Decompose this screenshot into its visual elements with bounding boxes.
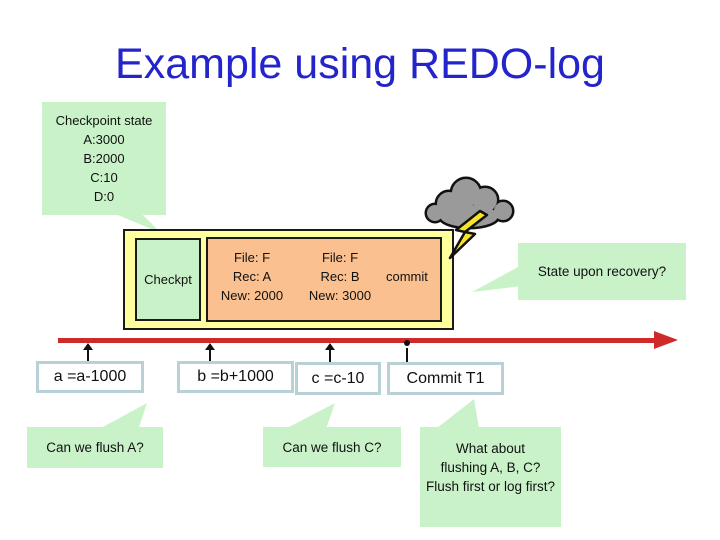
log-entry-rec: Rec: A [232, 269, 272, 284]
flush-all-note-tail [437, 399, 479, 428]
event-box-update-a: a =a-1000 [36, 361, 144, 393]
event-label: a =a-1000 [53, 368, 127, 385]
flush-all-line: flushing A, B, C? [440, 460, 541, 475]
timeline-arrowhead-icon [654, 331, 678, 349]
event-label: Commit T1 [406, 369, 485, 387]
tick-event-commit [402, 340, 412, 364]
lightning-bolt-icon [448, 209, 489, 260]
log-entry-new: New: 2000 [220, 288, 284, 303]
event-box-update-c: c =c-10 [295, 362, 381, 395]
log-entry-file: File: F [233, 250, 271, 265]
checkpoint-value-b: B:2000 [83, 151, 125, 166]
checkpoint-record-box: Checkpt [135, 238, 201, 321]
flush-a-note-tail [101, 403, 147, 428]
flush-a-question-note: Can we flush A? [27, 427, 163, 468]
checkpoint-state-note: Checkpoint state A:3000 B:2000 C:10 D:0 [42, 102, 166, 215]
log-entry-rec: Rec: B [320, 269, 360, 284]
log-entries-box: File: F Rec: A New: 2000 File: F Rec: B … [206, 237, 442, 322]
dot-marker-icon [404, 340, 410, 346]
tick-event-b [205, 343, 215, 364]
slide-title: Example using REDO-log [115, 40, 605, 88]
recovery-question-label: State upon recovery? [537, 264, 667, 279]
recovery-question-note: State upon recovery? [518, 243, 686, 300]
flush-c-question-label: Can we flush C? [282, 439, 382, 455]
log-entry-new: New: 3000 [308, 288, 372, 303]
storm-cloud-icon [424, 176, 515, 230]
checkpoint-record-label: Checkpt [144, 272, 192, 287]
event-label: c =c-10 [311, 369, 365, 387]
log-record-box: Checkpt File: F Rec: A New: 2000 File: F… [123, 229, 454, 330]
tick-event-a [83, 343, 93, 364]
checkpoint-value-d: D:0 [93, 189, 115, 204]
checkpoint-value-a: A:3000 [83, 132, 125, 147]
log-entry-commit: commit [386, 269, 428, 284]
log-entry-update-b: File: F Rec: B New: 3000 [296, 248, 384, 305]
flush-all-line: What about [455, 441, 526, 456]
checkpoint-value-c: C:10 [90, 170, 118, 185]
up-arrow-icon [325, 343, 335, 350]
tick-event-c [325, 343, 335, 364]
flush-c-question-note: Can we flush C? [263, 427, 401, 467]
event-box-update-b: b =b+1000 [177, 361, 294, 393]
flush-all-question-note: What about flushing A, B, C? Flush first… [420, 427, 561, 527]
up-arrow-icon [205, 343, 215, 350]
flush-c-note-tail [287, 403, 335, 428]
checkpoint-note-title: Checkpoint state [55, 113, 153, 128]
up-arrow-icon [83, 343, 93, 350]
timeline-axis [58, 338, 658, 343]
event-label: b =b+1000 [197, 368, 274, 385]
flush-a-question-label: Can we flush A? [46, 440, 144, 455]
recovery-note-tail [472, 266, 520, 292]
event-box-commit-t1: Commit T1 [387, 362, 504, 395]
log-entry-update-a: File: F Rec: A New: 2000 [208, 248, 296, 305]
log-entry-file: File: F [321, 250, 359, 265]
flush-all-line: Flush first or log first? [425, 479, 556, 494]
